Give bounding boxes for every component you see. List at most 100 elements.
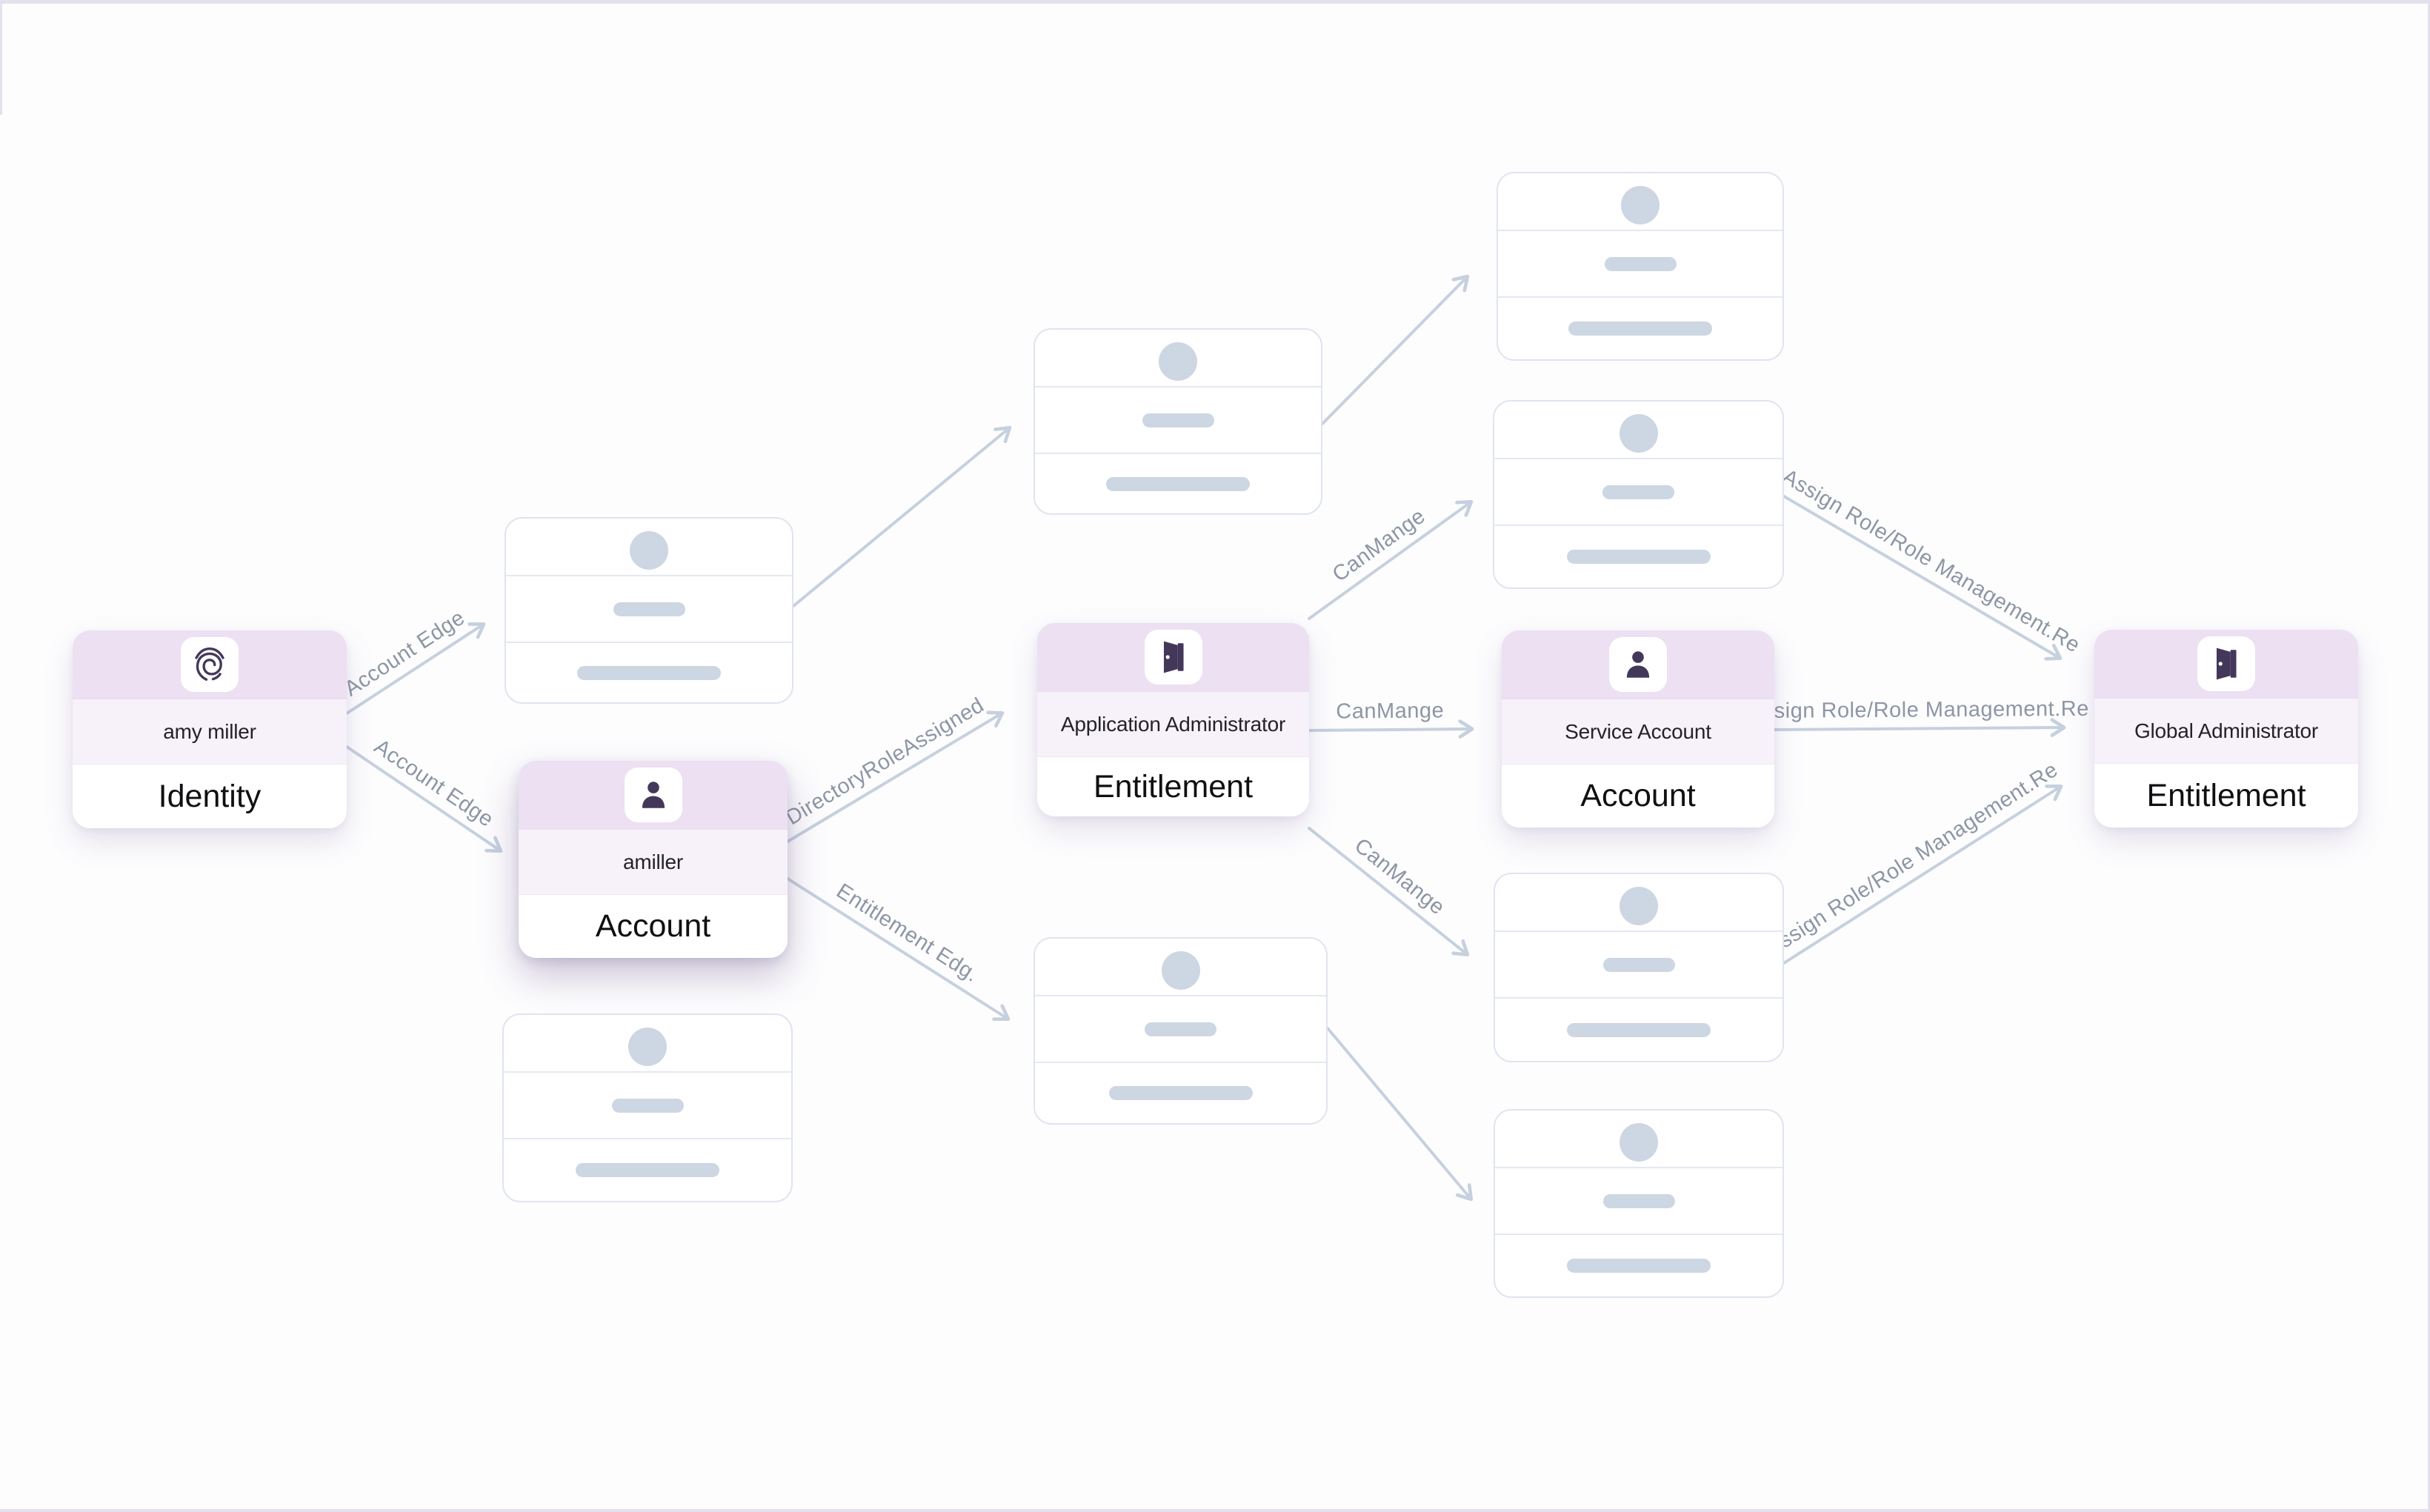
skeleton-node-s3[interactable] — [1033, 328, 1322, 515]
text-placeholder-long — [1568, 322, 1712, 336]
node-name: amy miller — [73, 699, 347, 764]
canvas-bottom-border — [0, 1509, 2430, 1512]
skeleton-name-row — [1035, 386, 1321, 453]
text-placeholder-short — [611, 1098, 684, 1113]
node-type: Identity — [73, 764, 347, 828]
edge-label: Assign Role/Role Management.Re — [1762, 758, 2063, 961]
text-placeholder-long — [576, 1163, 719, 1177]
avatar-placeholder — [630, 531, 668, 570]
skeleton-name-row — [1495, 1167, 1782, 1233]
skeleton-header-row — [1035, 330, 1321, 386]
skeleton-name-row — [1494, 458, 1782, 524]
text-placeholder-long — [1567, 1259, 1711, 1273]
node-name: amiller — [519, 829, 788, 894]
node-header — [1502, 630, 1774, 699]
text-placeholder-long — [1106, 476, 1250, 491]
canvas-right-border — [2428, 0, 2430, 1512]
node-type: Account — [519, 894, 788, 958]
edge-label: Assign Role/Role Management.Re — [1778, 464, 2084, 657]
avatar-placeholder — [1159, 342, 1197, 381]
avatar-placeholder — [1619, 414, 1658, 453]
edge-label: CanMange — [1328, 504, 1430, 587]
edge-label: Assign Role/Role Management.Re — [1748, 697, 2089, 723]
node-type: Entitlement — [2094, 763, 2358, 827]
skeleton-node-s5[interactable] — [1497, 172, 1784, 361]
canvas-top-border — [0, 0, 2430, 4]
node-name: Service Account — [1502, 699, 1774, 764]
door-icon — [1144, 630, 1202, 685]
skeleton-name-row — [504, 1071, 791, 1138]
person-icon — [1609, 637, 1667, 692]
skeleton-node-s8[interactable] — [1494, 1109, 1784, 1298]
skeleton-type-row — [506, 642, 792, 702]
text-placeholder-short — [1142, 413, 1214, 427]
avatar-placeholder — [1620, 887, 1658, 925]
skeleton-header-row — [1498, 173, 1782, 230]
skeleton-header-row — [1035, 939, 1326, 995]
text-placeholder-short — [1602, 484, 1674, 499]
text-placeholder-long — [1108, 1086, 1253, 1100]
edge-label: Account Edge — [370, 735, 497, 832]
graph-edge — [1308, 827, 1470, 957]
skeleton-node-s2[interactable] — [502, 1013, 793, 1202]
skeleton-node-s1[interactable] — [505, 517, 793, 704]
skeleton-header-row — [504, 1015, 791, 1071]
skeleton-type-row — [1035, 1062, 1326, 1123]
graph-edge — [792, 425, 1012, 607]
node-header — [519, 761, 788, 829]
skeleton-type-row — [1035, 453, 1321, 513]
node-type: Account — [1502, 764, 1774, 827]
node-type: Entitlement — [1037, 756, 1309, 816]
text-placeholder-short — [1602, 957, 1675, 972]
graph-edge — [345, 622, 486, 715]
node-header — [2094, 630, 2358, 698]
graph-edge — [1782, 784, 2063, 965]
graph-edge — [1321, 274, 1470, 425]
skeleton-type-row — [504, 1138, 791, 1201]
text-placeholder-short — [1604, 256, 1677, 271]
graph-edge — [786, 877, 1011, 1022]
skeleton-header-row — [1494, 402, 1782, 458]
text-placeholder-short — [613, 602, 685, 616]
skeleton-header-row — [1495, 1110, 1782, 1167]
node-name: Global Administrator — [2094, 698, 2358, 763]
skeleton-type-row — [1498, 296, 1782, 359]
graph-edge — [345, 745, 503, 853]
door-icon — [2197, 636, 2255, 691]
avatar-placeholder — [1621, 186, 1660, 224]
skeleton-name-row — [1035, 995, 1326, 1062]
avatar-placeholder — [628, 1028, 667, 1066]
node-header — [73, 630, 347, 699]
person-icon — [624, 767, 682, 822]
skeleton-name-row — [1495, 930, 1782, 997]
graph-edge — [1308, 719, 1474, 739]
text-placeholder-long — [577, 665, 721, 680]
skeleton-type-row — [1495, 997, 1782, 1061]
graph-edge — [1773, 718, 2066, 737]
graph-edge — [1326, 1027, 1474, 1202]
text-placeholder-short — [1145, 1022, 1216, 1036]
edge-label: DirectoryRoleAssigned — [782, 693, 988, 830]
text-placeholder-long — [1566, 550, 1711, 564]
node-header — [1037, 623, 1309, 691]
skeleton-node-s6[interactable] — [1493, 400, 1784, 589]
avatar-placeholder — [1620, 1123, 1658, 1162]
skeleton-type-row — [1495, 1233, 1782, 1296]
skeleton-name-row — [1498, 230, 1782, 296]
skeleton-node-s4[interactable] — [1033, 937, 1328, 1125]
graph-edge — [786, 710, 1005, 843]
skeleton-name-row — [506, 575, 792, 642]
skeleton-header-row — [506, 519, 792, 575]
edge-label: Entitlement Edg. — [832, 879, 982, 988]
edge-label: CanMange — [1336, 699, 1444, 723]
text-placeholder-short — [1602, 1193, 1675, 1208]
skeleton-node-s7[interactable] — [1494, 873, 1784, 1062]
avatar-placeholder — [1161, 951, 1200, 990]
